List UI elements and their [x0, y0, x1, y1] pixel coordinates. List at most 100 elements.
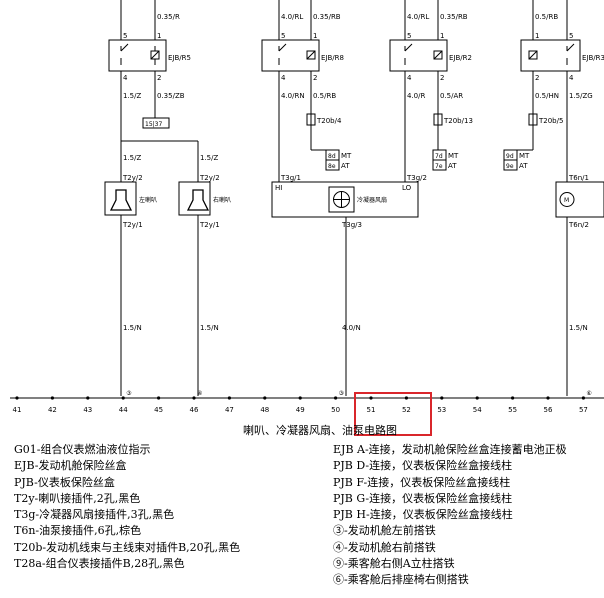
legend-item: T6n-油泵接插件,6孔,棕色 [14, 524, 142, 538]
svg-text:5: 5 [281, 32, 285, 40]
ruler-tick [334, 396, 338, 400]
ruler-number: 56 [544, 406, 553, 414]
svg-text:5: 5 [123, 32, 127, 40]
wire-label: 1.5/ZG [569, 92, 593, 100]
svg-text:2: 2 [313, 74, 317, 82]
connector-t20b-13 [433, 113, 443, 126]
pin-label: 9e [506, 163, 514, 170]
svg-text:1: 1 [535, 32, 539, 40]
fuse-label: 15|37 [145, 121, 162, 128]
svg-text:4: 4 [569, 74, 574, 82]
svg-text:1: 1 [157, 32, 161, 40]
wire-label: 0.5/AR [440, 92, 463, 100]
pump-bottom-pin: T6n/2 [568, 221, 589, 229]
wire-label: 0.35/RB [313, 13, 341, 21]
pin-label: AT [519, 162, 528, 170]
ruler-number: 43 [83, 406, 92, 414]
pin-label: 8e [328, 163, 336, 170]
relay-ejb-r2 [389, 0, 448, 182]
ruler-number: 46 [190, 406, 199, 414]
legend-item: T3g-冷凝器风扇接插件,3孔,黑色 [14, 508, 175, 522]
ground-marker: ③ [126, 390, 131, 397]
ruler-tick [227, 396, 231, 400]
ruler-number: 49 [296, 406, 305, 414]
condenser-fan [271, 181, 419, 218]
legend-item: ④-发动机舱右前搭铁 [333, 540, 436, 554]
svg-text:1: 1 [313, 32, 317, 40]
wire-label: 0.5/HN [535, 92, 559, 100]
fuel-pump [555, 181, 604, 218]
legend-item: ③-发动机舱左前搭铁 [333, 524, 436, 538]
ruler-number: 48 [260, 406, 269, 414]
legend-item: PJB D-连接，仪表板保险丝盒接线柱 [333, 459, 513, 473]
wire-label: 1.5/N [200, 324, 219, 332]
legend-item: T28a-组合仪表接插件B,28孔,黑色 [14, 557, 185, 571]
pin-label: 9d [506, 153, 514, 160]
fuse-box [142, 117, 170, 129]
highlight-box [354, 392, 432, 436]
pin-label: 8d [328, 153, 336, 160]
connector-label: T20b/13 [443, 117, 473, 125]
ruler-tick [86, 396, 90, 400]
ruler-tick [369, 396, 373, 400]
relay-ejb-r3 [520, 0, 581, 182]
pin-label: AT [448, 162, 457, 170]
ground-marker: ③ [339, 390, 344, 397]
ruler-number: 57 [579, 406, 588, 414]
pin-label: MT [519, 152, 530, 160]
fan-pin-hi: T3g/1 [280, 174, 301, 182]
ruler-tick [50, 396, 55, 400]
ruler-number: 42 [48, 406, 57, 414]
legend-item: PJB F-连接，仪表板保险丝盒接线柱 [333, 475, 511, 489]
svg-text:2: 2 [157, 74, 161, 82]
horn-left-top-pin: T2y/2 [122, 174, 143, 182]
ruler-tick [440, 396, 444, 400]
horn-left-bottom-pin: T2y/1 [122, 221, 143, 229]
ground-marker: ⑥ [586, 390, 591, 397]
pin-label: MT [448, 152, 459, 160]
ruler-tick [298, 396, 302, 400]
pin-label: MT [341, 152, 352, 160]
ruler-number: 44 [119, 406, 128, 414]
horn-right [178, 181, 211, 216]
diagram-caption: 喇叭、冷凝器风扇、油泵电路图 [243, 424, 397, 437]
wire-label: 0.5/RB [535, 13, 558, 21]
ruler-tick [581, 396, 586, 400]
wire-label: 1.5/N [569, 324, 588, 332]
ruler-number: 55 [508, 406, 517, 414]
horn-left-name: 左喇叭 [139, 196, 157, 204]
wire-label: 1.5/Z [200, 154, 218, 162]
fan-pin-out: T3g/3 [341, 221, 362, 229]
ruler-number: 53 [437, 406, 446, 414]
legend-item: PJB-仪表板保险丝盒 [14, 475, 115, 489]
ruler-number: 41 [13, 406, 22, 414]
connector-label: T20b/5 [538, 117, 563, 125]
legend-item: T20b-发动机线束与主线束对插件B,20孔,黑色 [14, 540, 241, 554]
legend-left: G01-组合仪表燃油液位指示 EJB-发动机舱保险丝盒 PJB-仪表板保险丝盒 … [14, 442, 240, 572]
legend-item: EJB-发动机舱保险丝盒 [14, 459, 127, 473]
legend-right: EJB A-连接，发动机舱保险丝盒连接蓄电池正极 PJB D-连接，仪表板保险丝… [333, 442, 567, 589]
connector-t20b-4 [306, 113, 316, 126]
svg-text:4: 4 [407, 74, 412, 82]
legend-item: ⑨-乘客舱右侧A立柱搭铁 [333, 557, 455, 571]
horn-right-bottom-pin: T2y/1 [199, 221, 220, 229]
legend-item: ⑥-乘客舱后排座椅右侧搭铁 [333, 573, 469, 587]
wire-label: 0.35/RB [440, 13, 468, 21]
svg-text:2: 2 [440, 74, 444, 82]
svg-text:4: 4 [281, 74, 286, 82]
pin-label: AT [341, 162, 350, 170]
svg-text:5: 5 [407, 32, 411, 40]
ruler-number: 45 [154, 406, 163, 414]
wire-label: 1.5/N [123, 324, 142, 332]
wire-label: 4.0/N [342, 324, 361, 332]
connector-t20b-5 [528, 113, 538, 126]
ruler-tick [192, 396, 196, 400]
relay-label: EJB/R5 [168, 54, 191, 62]
ruler-number: 47 [225, 406, 234, 414]
horn-right-top-pin: T2y/2 [199, 174, 220, 182]
wire-label: 0.35/R [157, 13, 180, 21]
connector-label: T20b/4 [316, 117, 342, 125]
ground-marker: ④ [197, 390, 202, 397]
wire-label: 4.0/RN [281, 92, 305, 100]
